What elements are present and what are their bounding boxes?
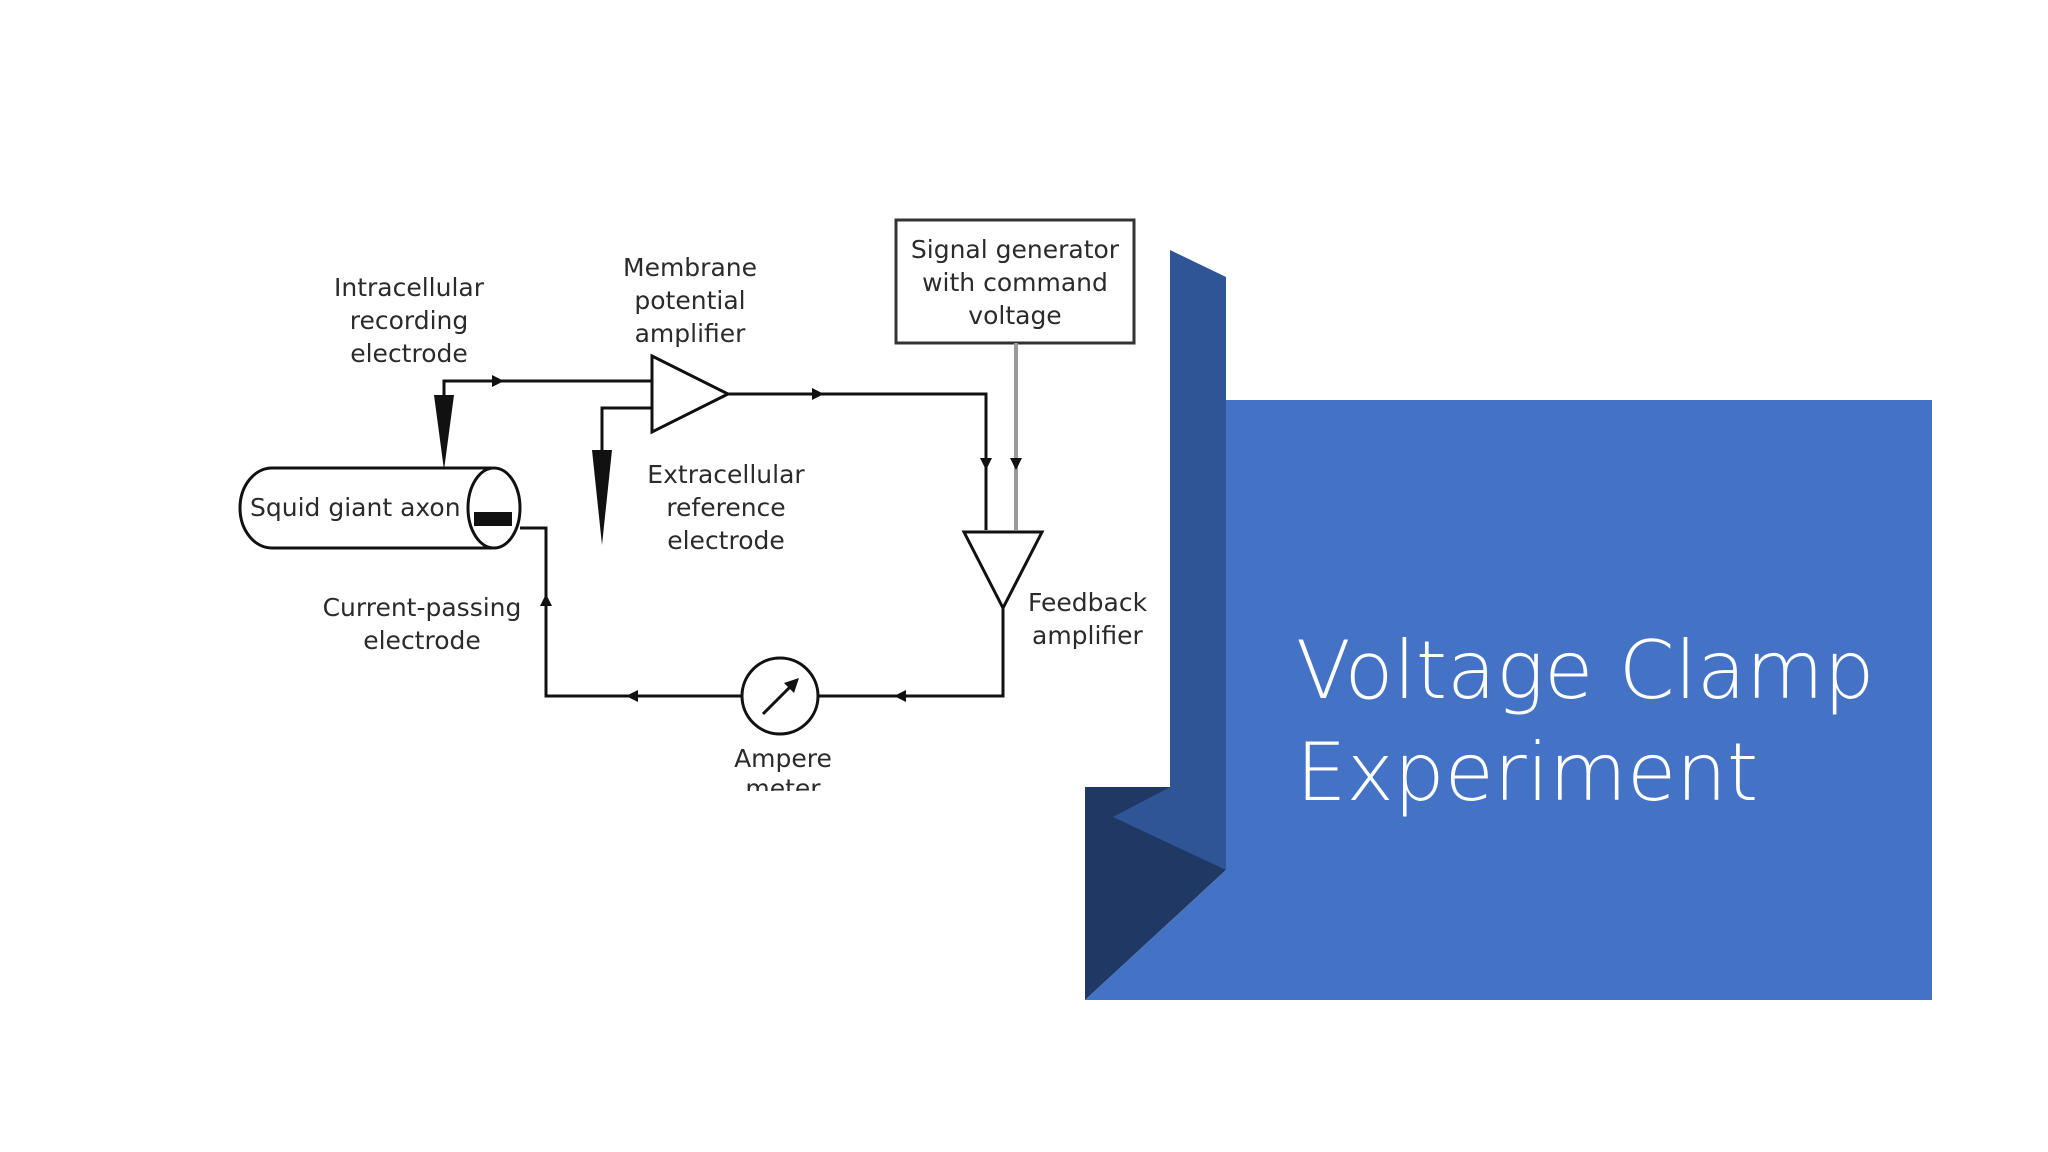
extracellular-label-2: reference — [666, 493, 785, 522]
membrane-label-2: potential — [634, 286, 745, 315]
feedback-label-1: Feedback — [1028, 588, 1148, 617]
title-ribbon — [1085, 250, 1932, 1000]
ribbon-fold-base — [1085, 870, 1226, 1000]
intracellular-electrode: Intracellular recording electrode — [334, 273, 652, 470]
intracellular-label-2: recording — [350, 306, 469, 335]
signal-generator: Signal generator with command voltage — [894, 218, 1136, 530]
signal-label-3: voltage — [968, 301, 1061, 330]
ampere-label-1: Ampere — [734, 744, 832, 773]
membrane-label-1: Membrane — [623, 253, 757, 282]
extracellular-label-3: electrode — [667, 526, 785, 555]
feedback-amplifier: Feedback amplifier — [818, 530, 1148, 702]
intracellular-label-1: Intracellular — [334, 273, 485, 302]
title-line-1: Voltage Clamp — [1296, 624, 1875, 717]
extracellular-label-1: Extracellular — [647, 460, 805, 489]
current-label-2: electrode — [363, 626, 481, 655]
signal-label-2: with command — [922, 268, 1108, 297]
membrane-amplifier: Membrane potential amplifier — [592, 253, 992, 545]
feedback-label-2: amplifier — [1032, 621, 1144, 650]
current-passing-electrode: Current-passing electrode — [323, 593, 522, 655]
ribbon-fold-dark — [1113, 250, 1226, 870]
slide-title: Voltage Clamp Experiment — [1296, 620, 1916, 824]
ampere-meter: Ampere meter — [520, 526, 832, 803]
axon-label: Squid giant axon — [250, 493, 461, 522]
diagram-crop — [680, 791, 900, 831]
ribbon-main — [1226, 400, 1932, 1000]
squid-axon: Squid giant axon — [238, 466, 522, 550]
membrane-label-3: amplifier — [635, 319, 747, 348]
signal-label-1: Signal generator — [911, 235, 1120, 264]
current-label-1: Current-passing — [323, 593, 522, 622]
intracellular-label-3: electrode — [350, 339, 468, 368]
extracellular-electrode: Extracellular reference electrode — [647, 460, 805, 555]
title-line-2: Experiment — [1296, 726, 1759, 819]
